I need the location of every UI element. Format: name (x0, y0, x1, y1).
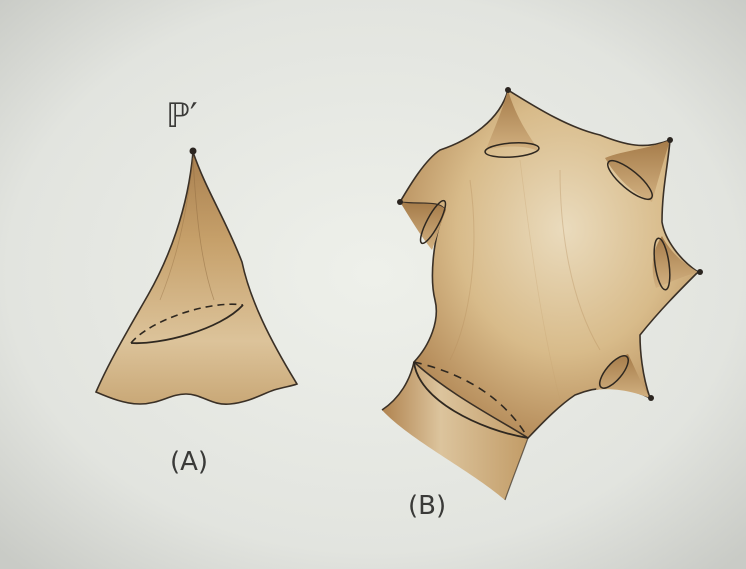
point-label: ℙ′ (166, 96, 198, 136)
figure-b-label: (B) (408, 491, 446, 521)
cusp-point-right (697, 269, 703, 275)
figure-a-label: (A) (170, 447, 208, 477)
cusp-point-left (397, 199, 403, 205)
cusp-point-top (505, 87, 511, 93)
cusp-point-top-right (667, 137, 673, 143)
apex-point (190, 148, 197, 155)
cusp-point-bottom-right (648, 395, 654, 401)
